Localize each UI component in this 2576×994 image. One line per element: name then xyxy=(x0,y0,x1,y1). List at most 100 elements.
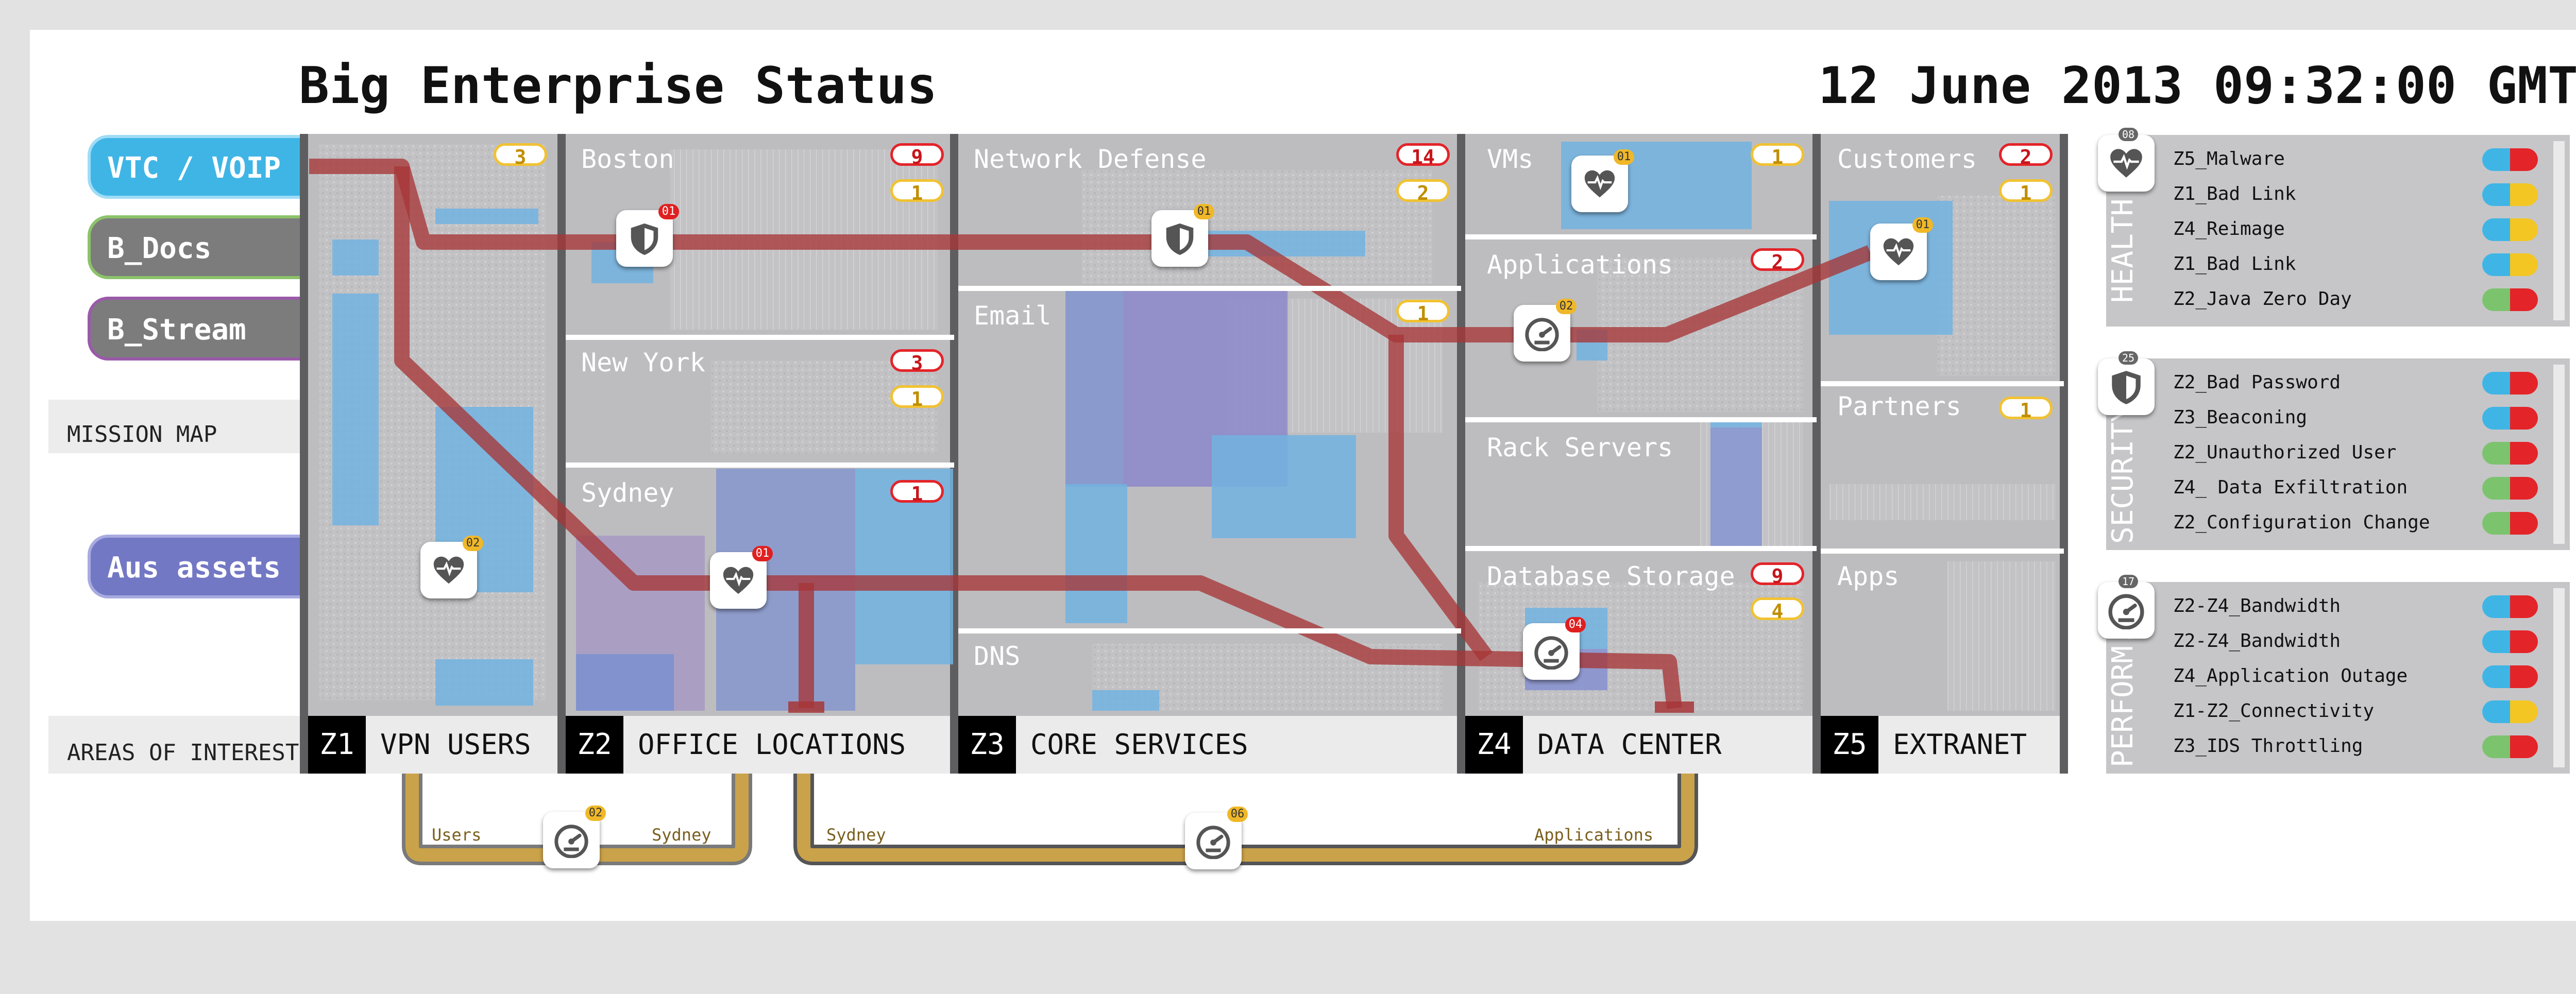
category-item[interactable]: Z4_Reimage xyxy=(2173,218,2285,239)
mission-b-stream-button[interactable]: B_Stream xyxy=(88,297,304,361)
gauge-icon xyxy=(1534,636,1568,670)
section-divider xyxy=(1821,381,2064,386)
node-count-badge: 06 xyxy=(1227,807,1248,822)
node-vms-health[interactable]: 01 xyxy=(1571,149,1634,212)
category-label: SECURITY xyxy=(2106,405,2140,544)
category-item[interactable]: Z3_Beaconing xyxy=(2173,407,2308,428)
alert-badge-yellow[interactable]: 1 xyxy=(1396,300,1450,325)
scrollbar[interactable] xyxy=(2553,141,2565,320)
alert-badge-red[interactable]: 9 xyxy=(1751,562,1804,588)
section-title-customers[interactable]: Customers xyxy=(1837,144,1977,174)
heart-icon xyxy=(1584,170,1615,198)
zone-name: VPN USERS xyxy=(380,728,531,761)
category-item[interactable]: Z2_Unauthorized User xyxy=(2173,442,2397,463)
node-count-badge: 02 xyxy=(463,536,483,551)
node-sydney-applications-link[interactable]: 06 xyxy=(1185,807,1248,869)
section-title-dns[interactable]: DNS xyxy=(974,641,1021,671)
zone-name: EXTRANET xyxy=(1893,728,2027,761)
node-boston-security[interactable]: 01 xyxy=(616,204,679,267)
alert-badge-yellow[interactable]: 1 xyxy=(1999,397,2053,422)
mission-map-band xyxy=(48,400,304,453)
status-indicator xyxy=(2482,735,2538,758)
alert-badge-yellow[interactable]: 4 xyxy=(1751,597,1804,623)
node-count-badge: 01 xyxy=(752,546,773,561)
section-title-applications[interactable]: Applications xyxy=(1487,250,1673,280)
category-item[interactable]: Z1_Bad Link xyxy=(2173,253,2296,275)
section-title-apps[interactable]: Apps xyxy=(1837,561,1900,591)
zone-tab-z4[interactable]: Z4 DATA CENTER xyxy=(1465,716,1812,774)
node-count-badge: 01 xyxy=(1194,204,1214,219)
gauge-icon xyxy=(1525,318,1559,351)
status-indicator xyxy=(2482,512,2538,535)
zone-tab-z1[interactable]: Z1 VPN USERS xyxy=(308,716,557,774)
category-item[interactable]: Z4_Application Outage xyxy=(2173,665,2408,687)
status-indicator xyxy=(2482,700,2538,723)
category-item[interactable]: Z2-Z4_Bandwidth xyxy=(2173,630,2341,652)
zone-number: Z5 xyxy=(1821,716,1878,774)
alert-badge-red[interactable]: 2 xyxy=(1999,143,2053,168)
section-title-new-york[interactable]: New York xyxy=(581,348,705,378)
category-label: HEALTH xyxy=(2106,198,2140,303)
alert-badge-red[interactable]: 9 xyxy=(890,143,944,168)
node-database-storage-performance[interactable]: 04 xyxy=(1523,617,1586,680)
category-item[interactable]: Z3_IDS Throttling xyxy=(2173,735,2363,757)
node-network-defense-security[interactable]: 01 xyxy=(1151,204,1214,267)
category-item[interactable]: Z1_Bad Link xyxy=(2173,183,2296,204)
node-count-badge: 01 xyxy=(658,204,679,219)
alert-badge-yellow[interactable]: 3 xyxy=(494,143,547,168)
node-customers-health[interactable]: 01 xyxy=(1870,217,1933,280)
zone-separator xyxy=(557,134,566,774)
section-title-email[interactable]: Email xyxy=(974,301,1052,331)
category-item[interactable]: Z2_Configuration Change xyxy=(2173,512,2430,533)
node-sydney-health[interactable]: 01 xyxy=(710,546,773,609)
category-panel-performance: PERFORM. Z2-Z4_Bandwidth Z2-Z4_Bandwidth… xyxy=(2106,582,2570,774)
alert-badge-yellow[interactable]: 1 xyxy=(890,179,944,204)
alert-badge-red[interactable]: 3 xyxy=(890,349,944,374)
section-title-database-storage[interactable]: Database Storage xyxy=(1487,561,1735,591)
zone-tab-z3[interactable]: Z3 CORE SERVICES xyxy=(958,716,1457,774)
node-users-sydney-link[interactable]: 02 xyxy=(543,806,606,868)
section-title-boston[interactable]: Boston xyxy=(581,144,674,174)
category-item[interactable]: Z5_Malware xyxy=(2173,148,2285,169)
category-item[interactable]: Z1-Z2_Connectivity xyxy=(2173,700,2375,722)
category-item[interactable]: Z2-Z4_Bandwidth xyxy=(2173,595,2341,616)
alert-badge-red[interactable]: 14 xyxy=(1396,143,1450,168)
node-applications-performance[interactable]: 02 xyxy=(1514,299,1577,362)
category-item[interactable]: Z2_Bad Password xyxy=(2173,372,2341,393)
section-title-partners[interactable]: Partners xyxy=(1837,391,1961,421)
zone-number: Z4 xyxy=(1465,716,1523,774)
zone-number: Z1 xyxy=(308,716,366,774)
alert-badge-yellow[interactable]: 1 xyxy=(1751,143,1804,168)
zone-separator xyxy=(2060,134,2068,774)
node-vpn-users-health[interactable]: 02 xyxy=(420,536,483,598)
node-count-badge: 02 xyxy=(585,806,606,821)
section-title-sydney[interactable]: Sydney xyxy=(581,478,674,508)
section-divider xyxy=(958,286,1461,291)
alert-badge-red[interactable]: 2 xyxy=(1751,248,1804,273)
section-title-network-defense[interactable]: Network Defense xyxy=(974,144,1207,174)
category-performance-icon-tile[interactable]: 17 xyxy=(2098,575,2155,639)
section-title-rack-servers[interactable]: Rack Servers xyxy=(1487,433,1673,462)
section-title-vms[interactable]: VMs xyxy=(1487,144,1534,174)
alert-badge-yellow[interactable]: 2 xyxy=(1396,179,1450,204)
alert-badge-yellow[interactable]: 1 xyxy=(890,385,944,410)
alert-badge-yellow[interactable]: 1 xyxy=(1999,179,2053,204)
zone-number: Z3 xyxy=(958,716,1016,774)
category-count: 17 xyxy=(2119,575,2138,588)
aus-assets-button[interactable]: Aus assets xyxy=(88,535,304,598)
category-security-icon-tile[interactable]: 25 xyxy=(2098,351,2155,415)
areas-of-interest-band xyxy=(48,716,304,774)
section-divider xyxy=(1465,234,1817,239)
mission-b-docs-button[interactable]: B_Docs xyxy=(88,215,304,279)
category-item[interactable]: Z2_Java Zero Day xyxy=(2173,288,2352,310)
status-indicator xyxy=(2482,595,2538,618)
zone-tab-z2[interactable]: Z2 OFFICE LOCATIONS xyxy=(566,716,950,774)
zone-tab-z5[interactable]: Z5 EXTRANET xyxy=(1821,716,2060,774)
scrollbar[interactable] xyxy=(2553,588,2565,767)
status-indicator xyxy=(2482,372,2538,395)
alert-badge-red[interactable]: 1 xyxy=(890,480,944,505)
category-item[interactable]: Z4_ Data Exfiltration xyxy=(2173,477,2408,498)
scrollbar[interactable] xyxy=(2553,365,2565,544)
category-health-icon-tile[interactable]: 08 xyxy=(2098,128,2155,192)
